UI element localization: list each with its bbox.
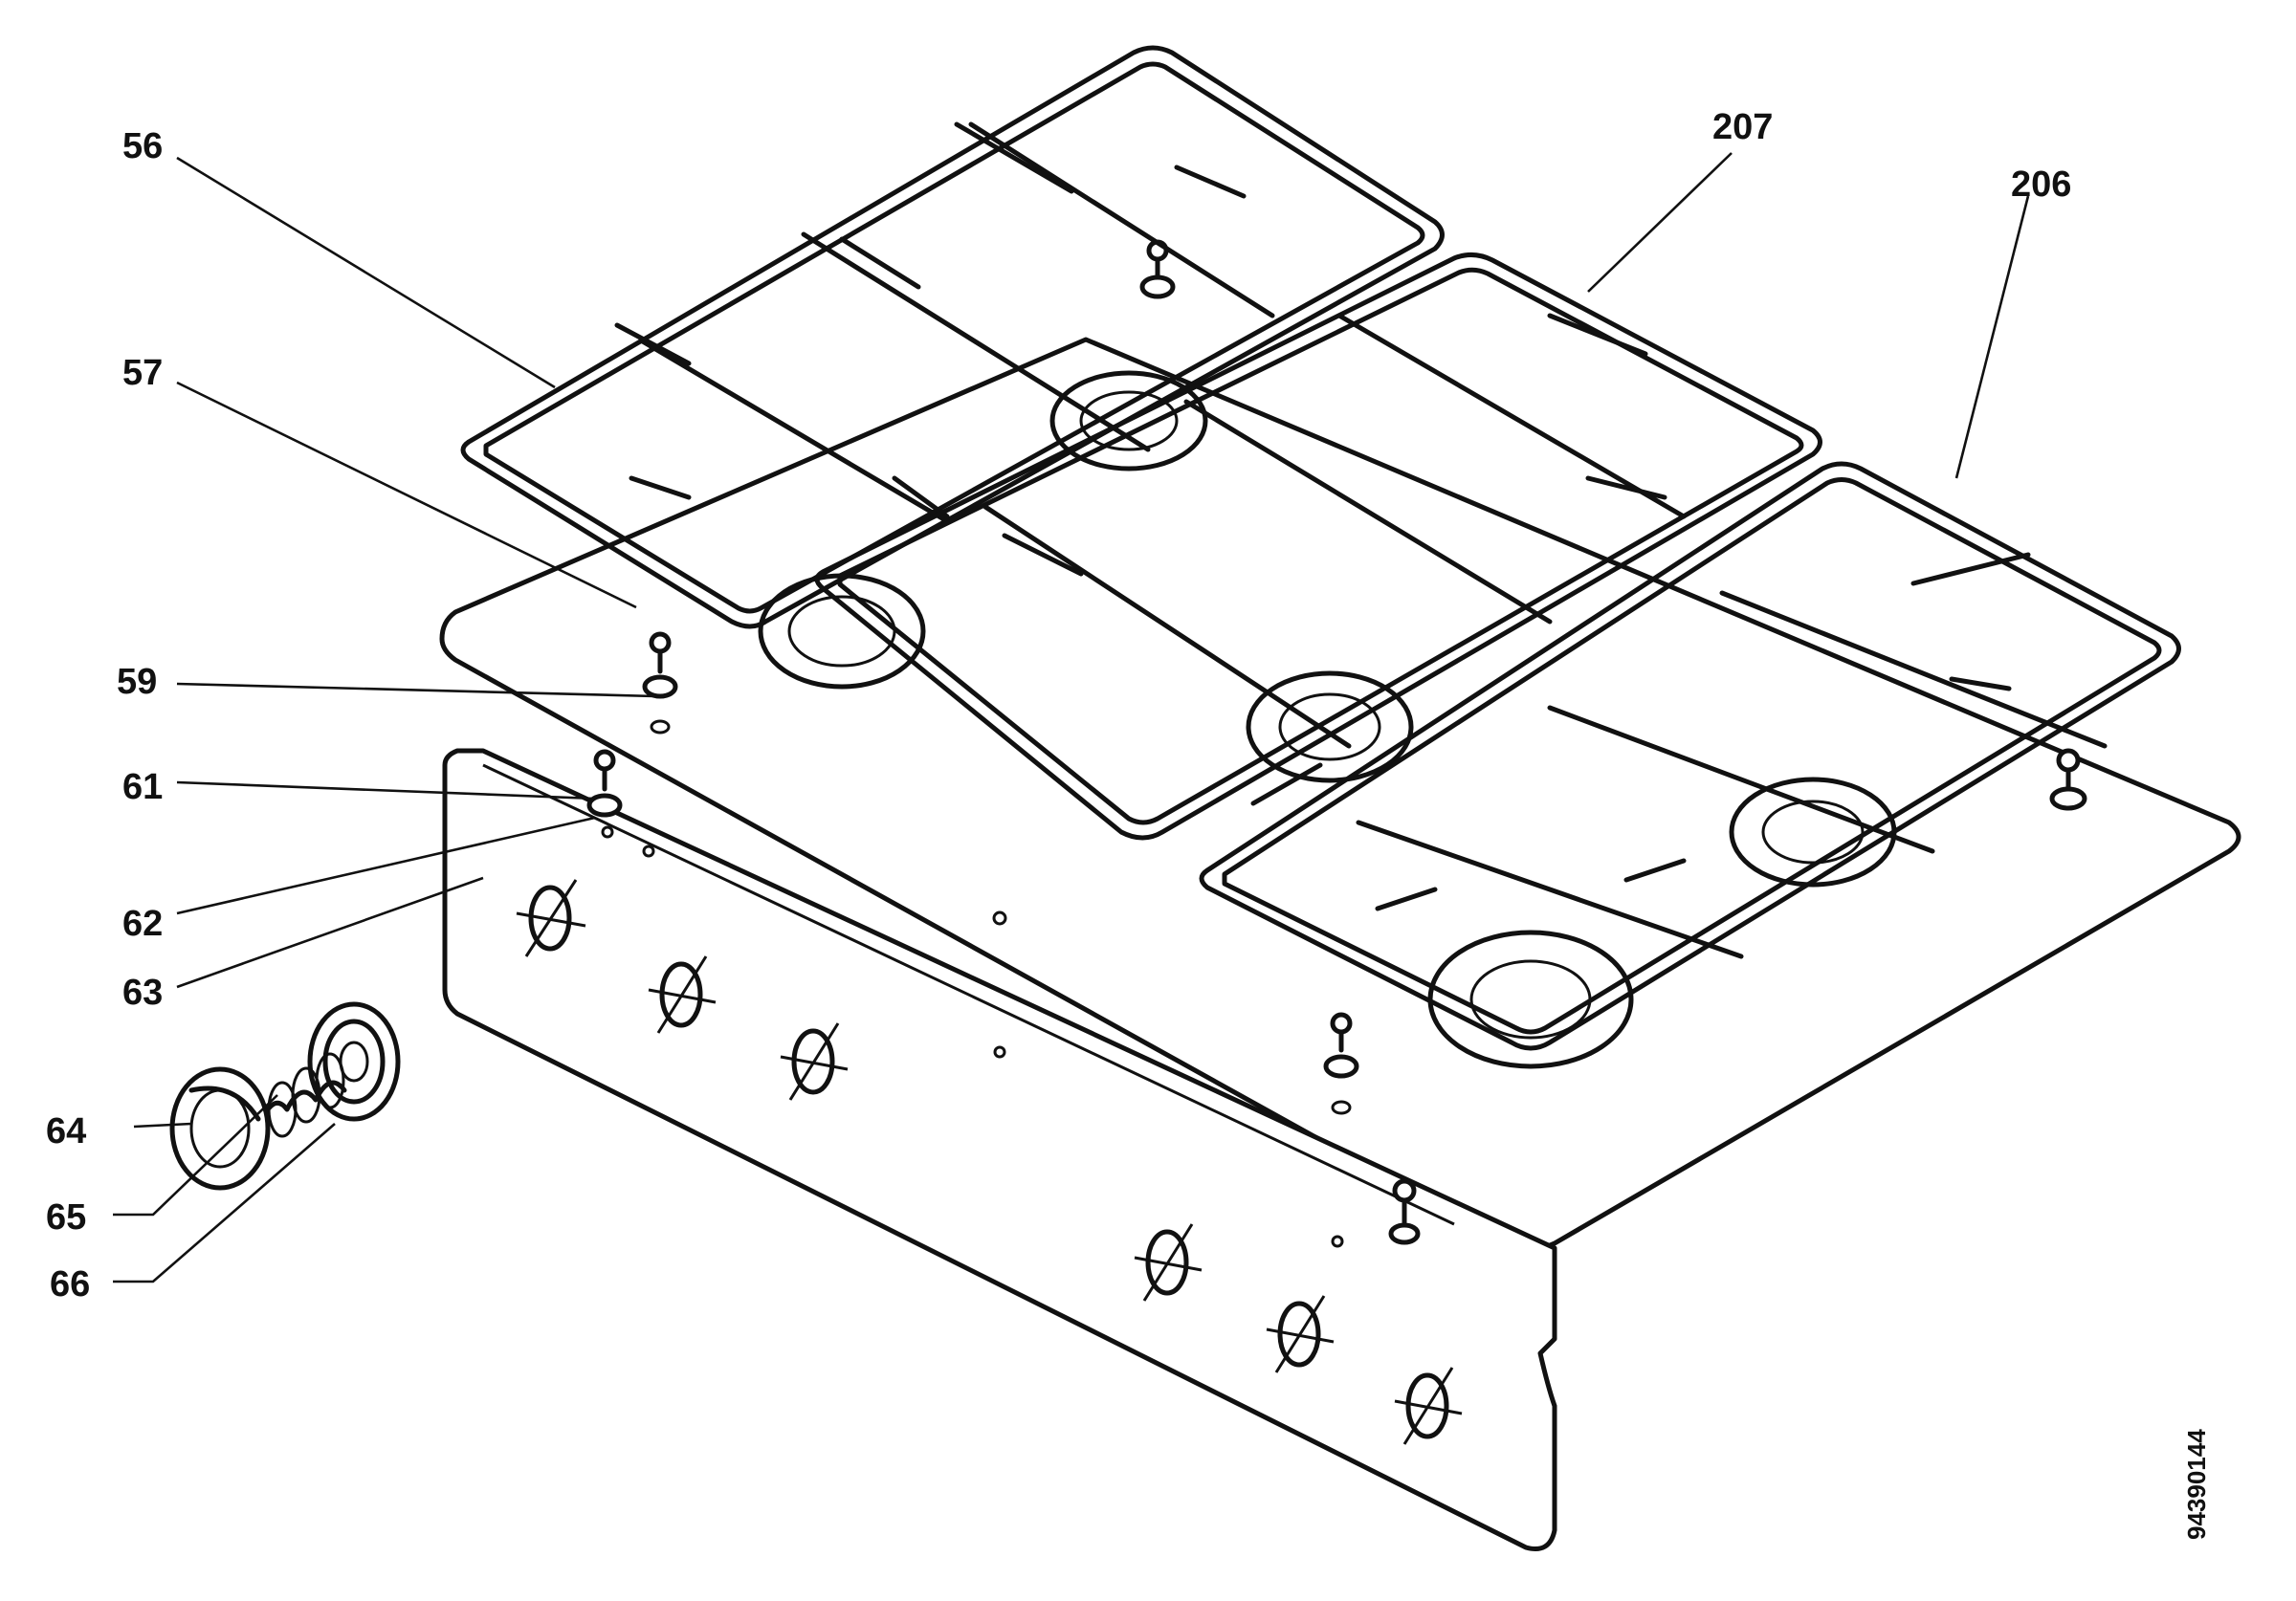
callout-206: 206 [2011,164,2071,205]
knob-hole-4 [1134,1223,1203,1302]
callout-65: 65 [46,1197,86,1238]
knob-hole-6 [1394,1367,1463,1445]
control-panel [442,748,1557,1551]
screw-61 [586,749,623,818]
knob-bezel [307,1001,401,1122]
callout-61: 61 [122,767,163,807]
screws [586,239,2087,1248]
callout-62: 62 [122,904,163,944]
knob-hole-3 [780,1022,849,1101]
callout-207: 207 [1712,107,1773,147]
burner-bowl-center [1246,670,1414,783]
knob [169,1066,271,1191]
callout-56: 56 [122,126,163,166]
control-knob-assembly [169,1001,401,1191]
callout-59: 59 [117,662,157,702]
knob-holes [516,879,1463,1445]
callout-64: 64 [46,1111,86,1151]
document-number: 94390144 [2182,1429,2211,1540]
callout-63: 63 [122,973,163,1013]
pan-support-207 [814,252,1822,841]
callout-labels: 56 57 59 61 62 63 64 65 66 207 206 [46,107,2071,1305]
pan-support-56 [460,45,1445,629]
callout-66: 66 [50,1264,90,1305]
knob-hole-2 [648,955,717,1034]
leader-lines [113,152,2030,1283]
pan-support-206 [1199,461,2181,1051]
callout-57: 57 [122,353,163,393]
screw-59 [642,631,678,735]
screw-right [2049,748,2087,811]
knob-hole-5 [1266,1295,1335,1373]
knob-spring [255,1052,347,1138]
knob-hole-1 [516,879,586,957]
screw-front [1323,1012,1359,1115]
screw-panel [1388,1178,1421,1245]
